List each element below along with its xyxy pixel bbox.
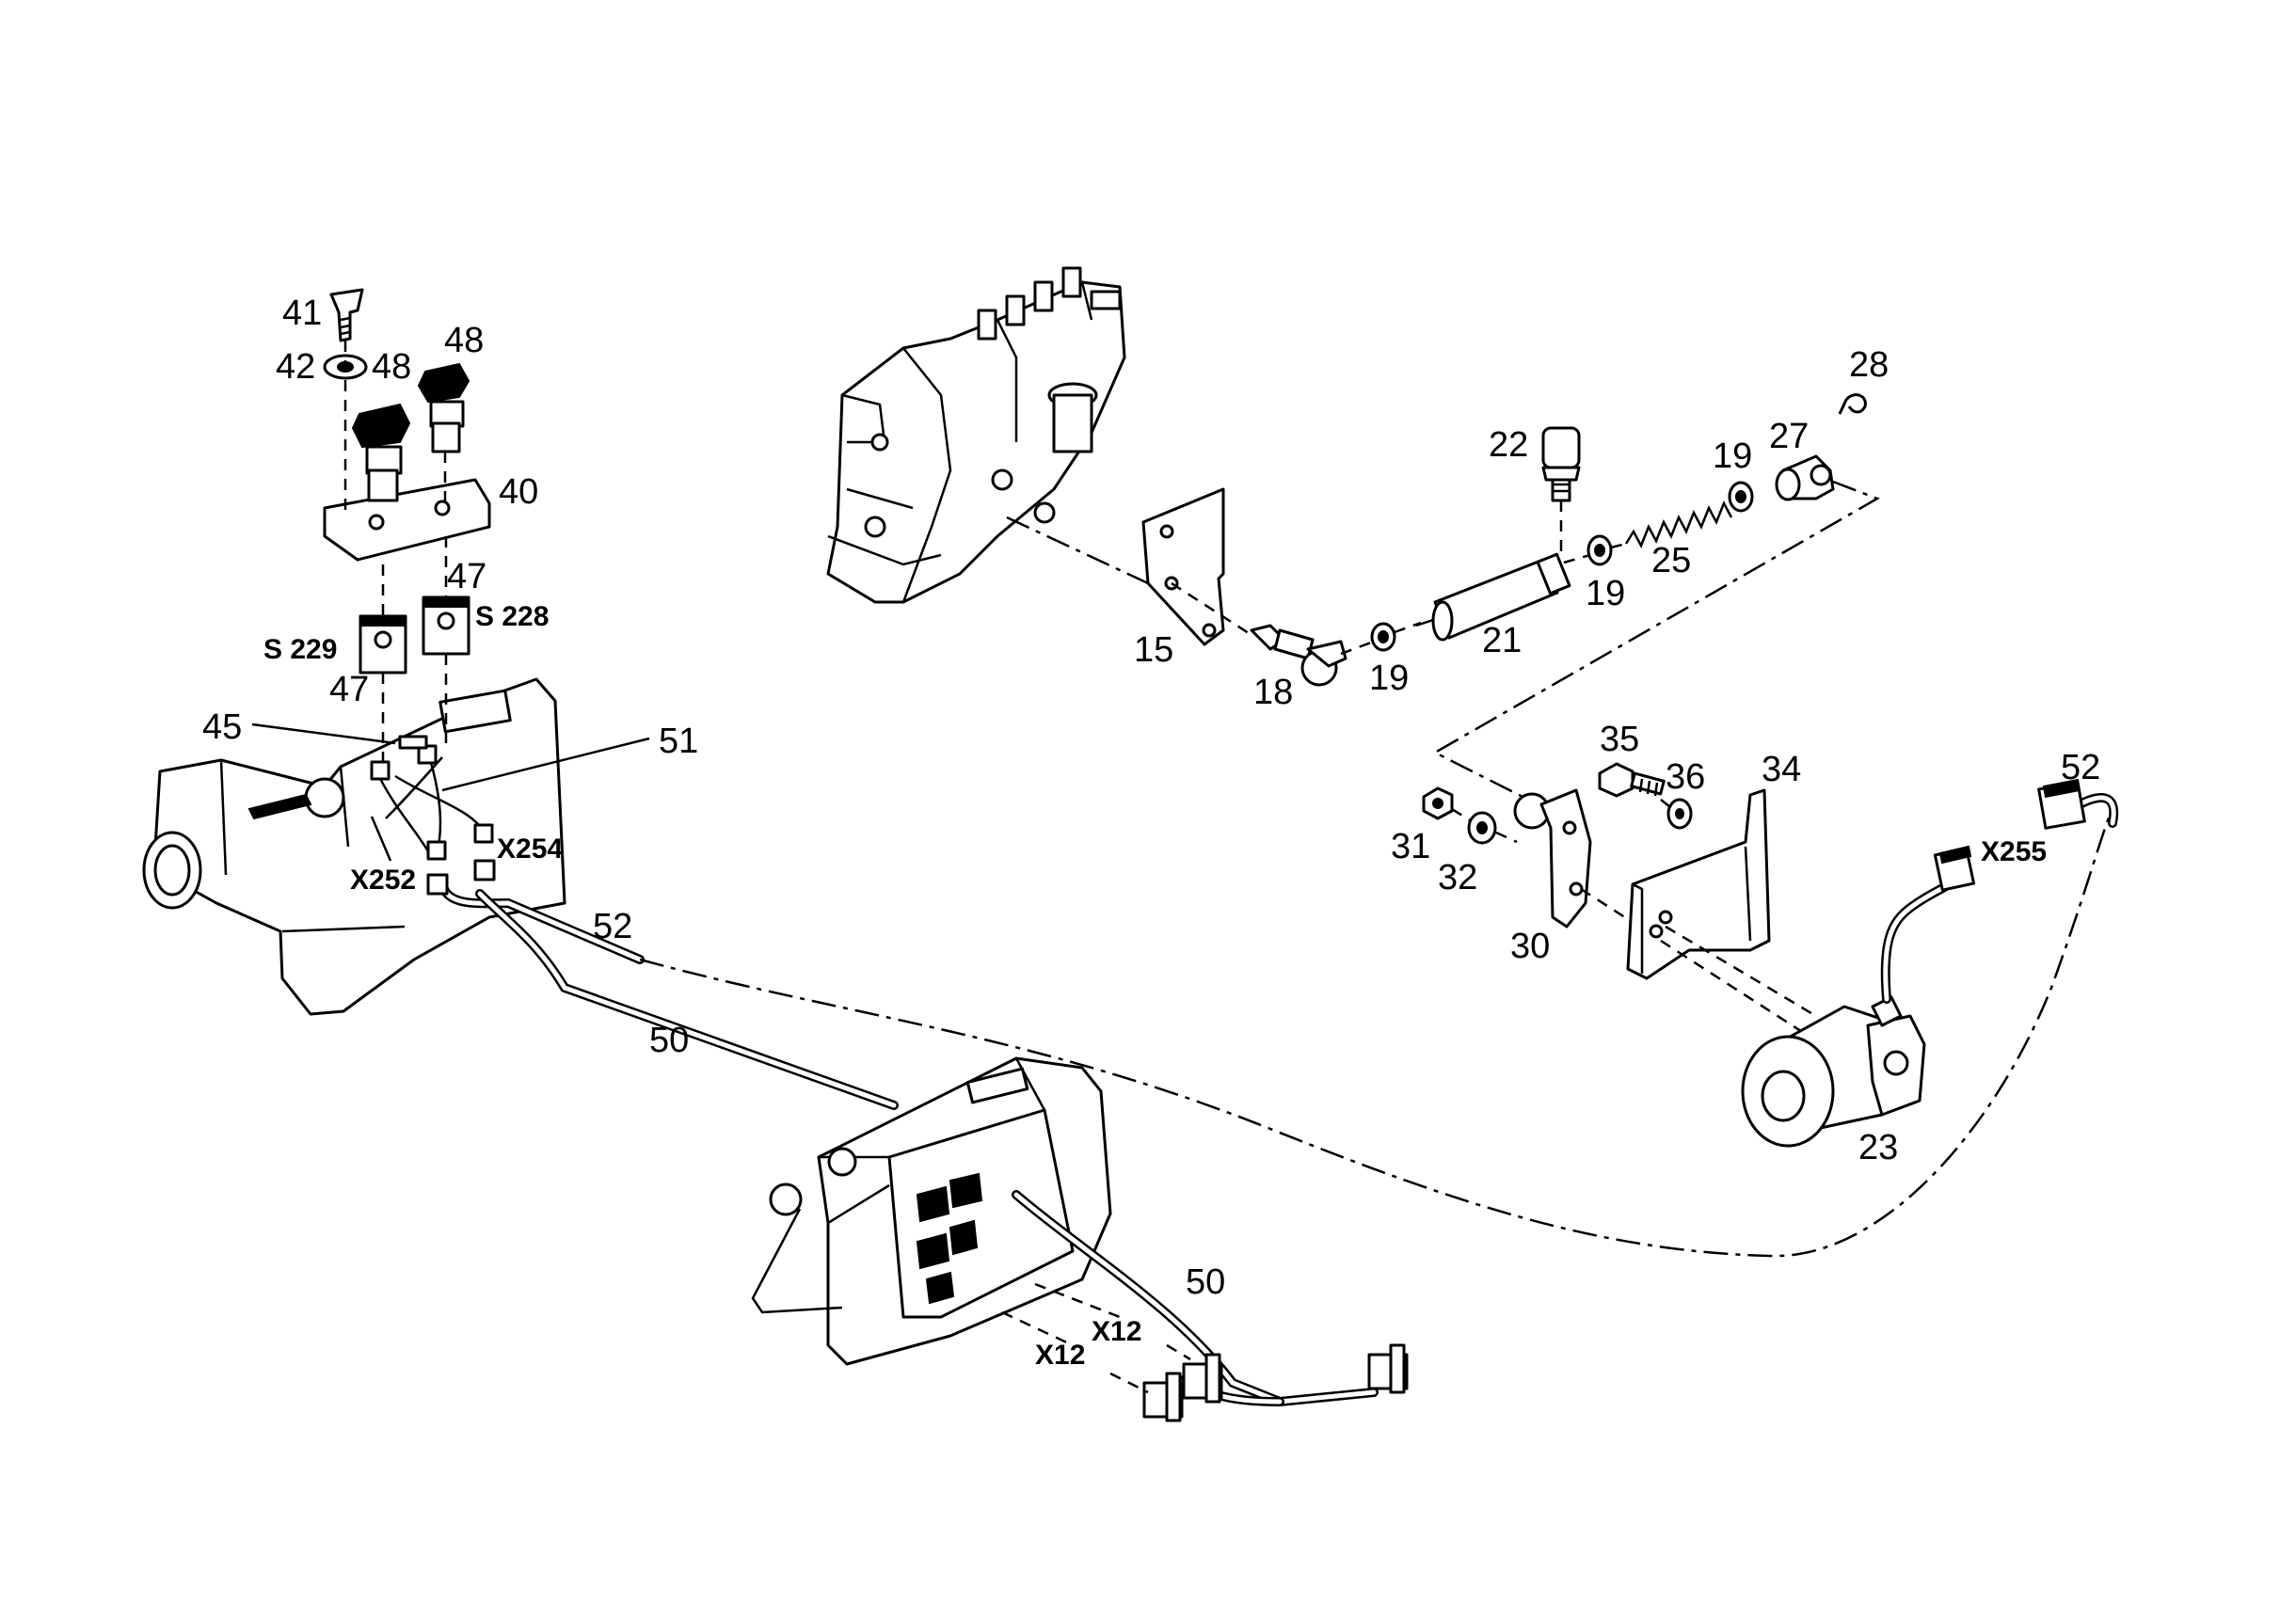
label-32: 32 — [1438, 858, 1477, 897]
leader-35-36 — [1660, 799, 1671, 808]
leader-34-motor-b — [1660, 939, 1808, 1037]
screw-41 — [329, 288, 364, 342]
label-50-top: 50 — [649, 1021, 689, 1060]
leader-34-motor — [1665, 925, 1817, 1018]
label-45: 45 — [202, 707, 242, 747]
label-x12-bottom: X12 — [1035, 1340, 1085, 1371]
spring-25 — [1624, 500, 1733, 548]
label-28: 28 — [1849, 345, 1889, 385]
relay-s228 — [422, 595, 470, 656]
leader-pump-bracket — [1006, 516, 1149, 585]
leader-31-32 — [1451, 807, 1471, 822]
clip-28 — [1838, 393, 1867, 415]
nut-19b — [1586, 534, 1613, 566]
leader-15-18 — [1171, 581, 1252, 637]
label-18: 18 — [1253, 673, 1293, 712]
label-x252: X252 — [350, 865, 416, 896]
nut-19a — [1370, 622, 1396, 652]
label-48-left: 48 — [372, 347, 411, 387]
label-51: 51 — [659, 722, 698, 761]
washer-32 — [1467, 811, 1497, 845]
actuator-cylinder-21 — [1415, 552, 1571, 642]
label-27: 27 — [1769, 417, 1809, 456]
leader-x252 — [370, 816, 392, 862]
leader-27-30 — [1432, 480, 1880, 809]
push-button-48-left — [351, 403, 411, 502]
leader-21-19b — [1563, 553, 1591, 564]
label-x254: X254 — [497, 833, 563, 865]
label-52-left: 52 — [593, 907, 632, 946]
ball-joint-18 — [1250, 624, 1347, 687]
label-15: 15 — [1134, 630, 1173, 670]
leader-45 — [251, 722, 396, 745]
bracket-34 — [1626, 788, 1771, 980]
label-41: 41 — [282, 294, 322, 333]
label-36: 36 — [1666, 757, 1705, 797]
connector-end — [1367, 1343, 1409, 1394]
connector-x12-a — [1182, 1353, 1223, 1404]
stop-motor-23 — [1741, 995, 1926, 1148]
lever-30 — [1513, 788, 1592, 928]
switch-plate — [323, 478, 491, 562]
label-52-right: 52 — [2061, 748, 2100, 787]
label-19-a: 19 — [1369, 659, 1409, 698]
label-x12-top: X12 — [1092, 1316, 1141, 1347]
relay-s229 — [359, 614, 407, 675]
connector-x252 — [426, 873, 449, 896]
label-x255: X255 — [1981, 836, 2047, 867]
push-button-48-right — [417, 362, 470, 453]
ball-socket-27 — [1775, 454, 1835, 501]
label-19-c: 19 — [1713, 436, 1752, 476]
pressure-switch-22 — [1541, 426, 1581, 502]
nut-31 — [1422, 786, 1454, 820]
leader-18-19 — [1340, 638, 1379, 656]
label-22: 22 — [1489, 425, 1528, 465]
bolt-35 — [1598, 762, 1666, 798]
label-48-right: 48 — [444, 321, 484, 360]
connector-52 — [2037, 778, 2086, 830]
connector-x254 — [473, 859, 496, 881]
label-47-right: 47 — [447, 557, 486, 596]
control-box — [751, 1056, 1112, 1366]
label-30: 30 — [1510, 927, 1550, 966]
label-35: 35 — [1600, 720, 1639, 759]
injection-pump — [826, 266, 1126, 604]
bracket-15 — [1141, 487, 1225, 646]
route-cable-52 — [639, 808, 2114, 1258]
label-23: 23 — [1858, 1128, 1898, 1167]
label-47-left: 47 — [329, 670, 369, 709]
label-s229: S 229 — [263, 634, 337, 665]
connector-45 — [398, 735, 428, 750]
leader-x12-a — [1034, 1282, 1191, 1361]
label-42: 42 — [276, 347, 315, 387]
label-25: 25 — [1651, 541, 1691, 580]
washer-36 — [1666, 798, 1693, 830]
label-19-b: 19 — [1586, 574, 1625, 613]
nut-19c — [1728, 481, 1754, 513]
label-40: 40 — [499, 472, 538, 512]
connector-x12-b — [1142, 1372, 1184, 1422]
console-housing — [142, 677, 566, 1016]
leader-32-30 — [1495, 831, 1518, 844]
label-s228: S 228 — [475, 601, 549, 632]
leader-51 — [441, 737, 650, 792]
connector-x255 — [1933, 845, 1976, 892]
leader-x12-b — [1001, 1310, 1149, 1394]
label-31: 31 — [1391, 827, 1430, 866]
cable-50-console — [475, 889, 899, 1110]
label-34: 34 — [1762, 750, 1801, 789]
wiring-harness-51 — [370, 744, 494, 861]
label-50-bottom: 50 — [1186, 1262, 1225, 1302]
label-21: 21 — [1482, 621, 1522, 660]
